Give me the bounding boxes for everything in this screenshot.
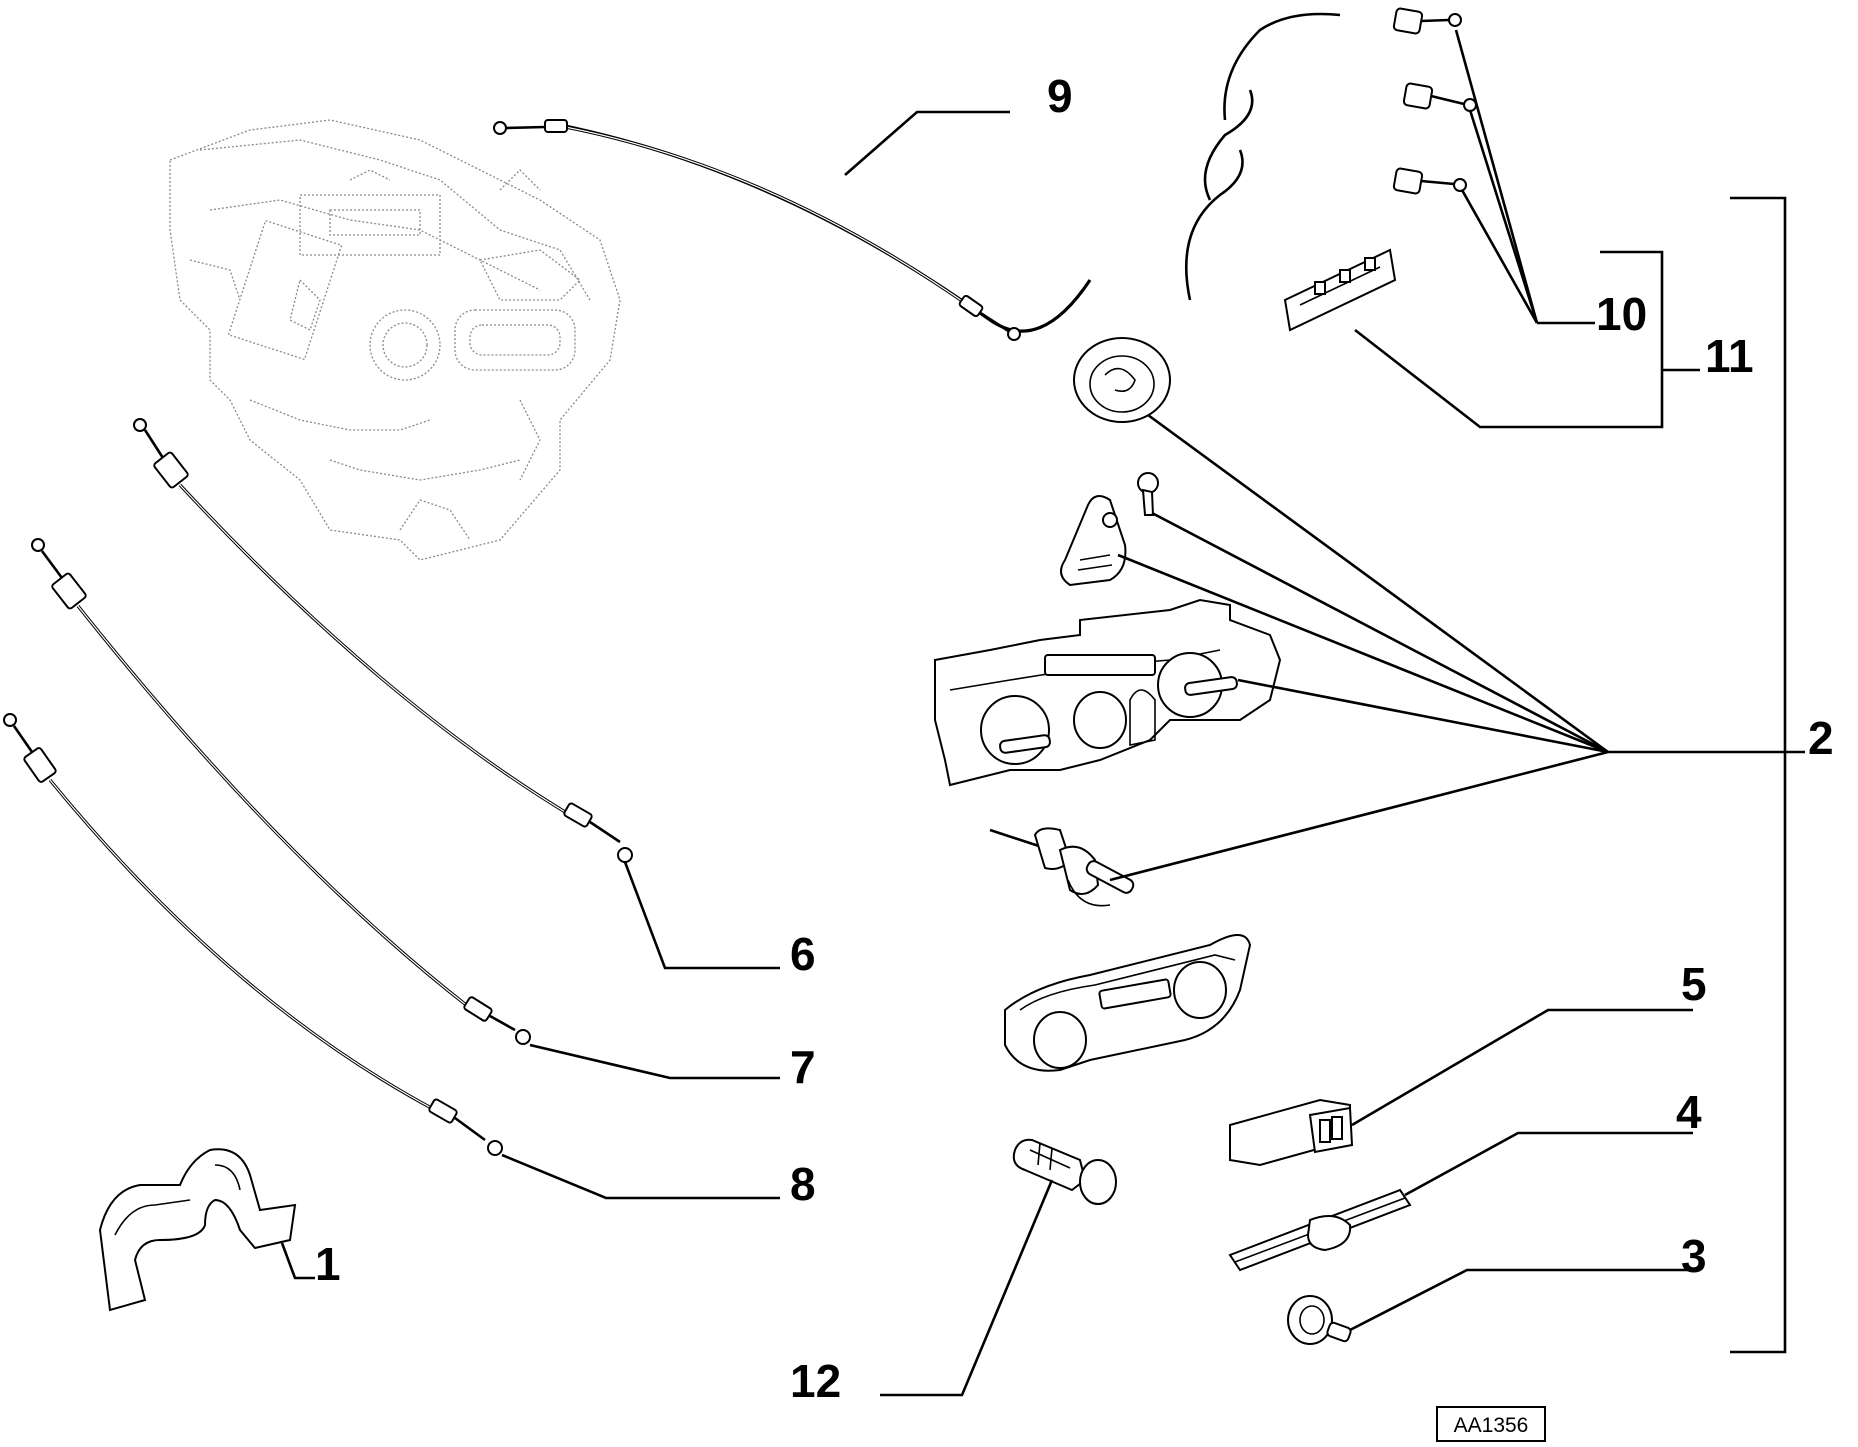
callout-10: 10 bbox=[1596, 288, 1647, 340]
callout-2: 2 bbox=[1808, 712, 1834, 764]
callout-labels: 9 10 11 2 6 7 8 1 12 5 4 3 bbox=[315, 70, 1834, 1407]
leader-lines bbox=[280, 29, 1805, 1397]
module-part-5 bbox=[1229, 1098, 1354, 1167]
control-cable-9 bbox=[493, 119, 1092, 341]
callout-4: 4 bbox=[1676, 1086, 1702, 1138]
callout-3: 3 bbox=[1681, 1230, 1707, 1282]
callout-6: 6 bbox=[790, 928, 816, 980]
control-cable-8 bbox=[3, 713, 503, 1156]
bulb-holder-part-4 bbox=[1228, 1188, 1412, 1272]
control-cable-7 bbox=[31, 538, 531, 1045]
selector-lever bbox=[1060, 495, 1127, 587]
rotary-switch bbox=[989, 827, 1135, 907]
callout-11: 11 bbox=[1705, 330, 1754, 382]
bolt-part-12 bbox=[1012, 1138, 1117, 1205]
callout-5: 5 bbox=[1681, 958, 1707, 1010]
callout-1: 1 bbox=[315, 1238, 341, 1290]
control-knob-ring bbox=[1073, 337, 1171, 423]
callout-8: 8 bbox=[790, 1158, 816, 1210]
control-panel-body bbox=[934, 598, 1282, 787]
bulb-part-3 bbox=[1287, 1295, 1352, 1345]
wiring-harness-part-10 bbox=[1184, 7, 1477, 301]
reference-code-box: AA1356 bbox=[1436, 1406, 1546, 1442]
callout-12: 12 bbox=[790, 1355, 841, 1407]
control-cable-6 bbox=[133, 418, 633, 863]
front-bezel bbox=[1004, 934, 1252, 1072]
reference-code: AA1356 bbox=[1454, 1414, 1529, 1437]
heater-unit-housing bbox=[169, 119, 621, 561]
callout-9: 9 bbox=[1047, 70, 1073, 122]
cable-clip-part-1 bbox=[98, 1148, 297, 1312]
circuit-board-part-11 bbox=[1283, 248, 1397, 332]
callout-7: 7 bbox=[790, 1041, 816, 1093]
retaining-pin bbox=[1137, 472, 1159, 516]
